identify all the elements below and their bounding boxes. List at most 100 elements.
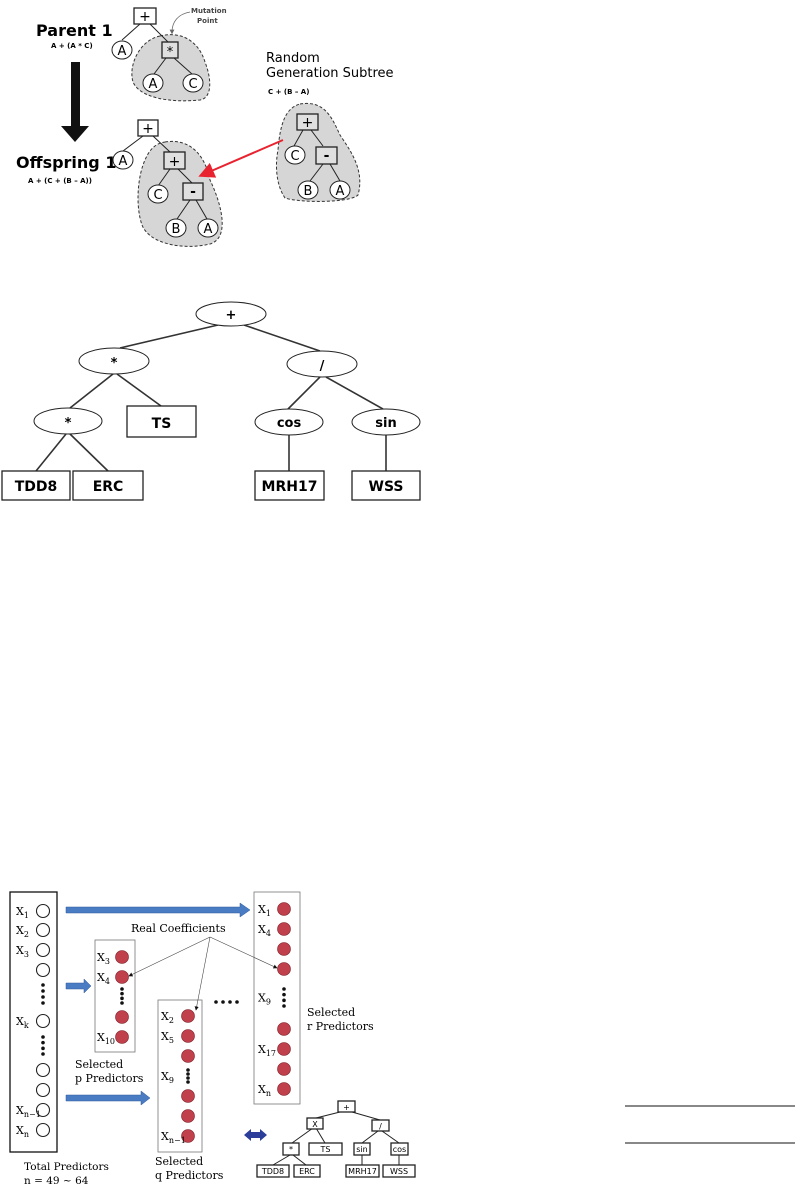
ellipsis-dot — [41, 1052, 45, 1056]
right-arrow-icon — [65, 978, 92, 994]
node-label: + — [142, 121, 154, 137]
node-label: sin — [356, 1145, 367, 1154]
node-label: A — [336, 184, 345, 199]
node-label: + — [226, 308, 237, 323]
node-label: cos — [277, 416, 302, 431]
random-subtree-title: Generation Subtree — [266, 66, 394, 81]
node-label: + — [169, 154, 181, 170]
mutation-point-label: Point — [197, 17, 218, 25]
pointer-arrow-icon — [209, 936, 278, 969]
predictor-label: X4 — [258, 923, 271, 938]
ellipsis-dot — [41, 1035, 45, 1039]
parent-title: Parent 1 — [36, 21, 113, 40]
predictor-label: Xn — [258, 1083, 271, 1098]
node-label: C — [290, 149, 299, 164]
tree-leaf-mrh17 — [254, 470, 325, 501]
predictor-label: X4 — [97, 971, 110, 986]
node-label: C — [188, 77, 197, 92]
predictor-node — [35, 962, 51, 978]
predictor-node — [35, 922, 51, 938]
node-label: A — [118, 44, 127, 59]
mutation-point-label: Mutation — [191, 7, 227, 15]
total-predictors-count: n = 49 ~ 64 — [24, 1175, 89, 1187]
ellipsis-dots — [214, 1000, 239, 1004]
selected-predictor-node — [277, 1082, 291, 1096]
selected-predictor-node — [277, 1022, 291, 1036]
node-label: B — [304, 184, 313, 199]
mutation-figure: Parent 1 A + (A * C) Offspring 1 A + (C … — [16, 7, 394, 247]
node-label: cos — [393, 1145, 406, 1154]
selected-predictor-node — [181, 1109, 195, 1123]
p-predictors-label: Selected — [75, 1058, 123, 1071]
predictor-node — [35, 903, 51, 919]
insertion-arrow-icon — [198, 139, 284, 178]
p-predictors-label: p Predictors — [75, 1072, 144, 1085]
node-label: + — [302, 115, 314, 131]
node-label: / — [320, 359, 325, 374]
tree-leaf-ts — [126, 405, 197, 438]
ellipsis-dot — [186, 1080, 190, 1084]
ellipsis-dot — [41, 1046, 45, 1051]
random-subtree-expression: C + (B – A) — [268, 88, 309, 96]
node-label: C — [153, 188, 162, 203]
selected-predictor-node — [115, 1010, 129, 1024]
predictor-label: Xn — [16, 1124, 29, 1139]
tree-node-sin — [351, 408, 421, 436]
predictor-label: X9 — [258, 992, 271, 1007]
node-label: + — [139, 9, 151, 25]
predictor-label: X2 — [16, 924, 29, 939]
q-predictors-label: Selected — [155, 1155, 203, 1168]
ellipsis-dot — [186, 1068, 190, 1072]
ellipsis-dot — [186, 1076, 190, 1080]
tree-leaf-tdd8 — [1, 470, 71, 501]
offspring-expression: A + (C + (B – A)) — [28, 177, 92, 185]
node-label: TDD8 — [261, 1167, 284, 1176]
node-label: MRH17 — [262, 479, 318, 495]
expression-tree: + * / * TS cos sin TDD8 ERC MRH17 WSS — [1, 301, 421, 501]
node-label: MRH17 — [348, 1167, 377, 1176]
predictor-label: X5 — [161, 1030, 174, 1045]
predictor-label: X1 — [16, 905, 29, 920]
predictor-node — [35, 942, 51, 958]
node-label: WSS — [390, 1167, 408, 1176]
ellipsis-dot — [120, 1001, 124, 1005]
random-subtree-title: Random — [266, 51, 320, 66]
node-label: TS — [320, 1145, 331, 1154]
node-label: - — [324, 148, 330, 164]
parent-expression: A + (A * C) — [51, 42, 93, 50]
offspring-title: Offspring 1 — [16, 153, 116, 172]
predictor-node — [35, 1082, 51, 1098]
predictor-label: Xk — [16, 1015, 29, 1030]
r-predictors-label: r Predictors — [307, 1020, 374, 1033]
right-arrow-icon — [65, 1090, 151, 1106]
ellipsis-dot — [186, 1072, 190, 1076]
selected-predictor-node — [181, 1129, 195, 1143]
node-label: A — [119, 154, 128, 169]
ellipsis-dot — [41, 1001, 45, 1005]
predictor-node — [35, 1122, 51, 1138]
predictor-label: X3 — [16, 944, 29, 959]
node-label: sin — [375, 416, 396, 431]
selected-predictor-node — [277, 1042, 291, 1056]
node-label: / — [379, 1122, 382, 1131]
tree-node-cos — [254, 408, 324, 436]
node-label: + — [343, 1103, 350, 1112]
pointer-arrow-icon — [194, 936, 211, 1011]
predictor-node — [35, 1013, 51, 1029]
total-predictors-label: Total Predictors — [24, 1161, 109, 1173]
ellipsis-dot — [120, 987, 124, 991]
selected-predictor-node — [277, 962, 291, 976]
predictor-label: X10 — [97, 1031, 115, 1046]
down-arrow-icon — [61, 62, 89, 142]
node-label: * — [167, 45, 174, 60]
ellipsis-dot — [282, 998, 286, 1003]
node-label: A — [149, 77, 158, 92]
ellipsis-dot — [120, 991, 124, 996]
tree-leaf-wss — [351, 470, 421, 501]
node-label: TS — [152, 416, 172, 432]
selected-predictor-node — [115, 950, 129, 964]
selected-predictor-node — [277, 1062, 291, 1076]
predictor-node — [35, 1102, 51, 1118]
selected-predictor-node — [181, 1009, 195, 1023]
